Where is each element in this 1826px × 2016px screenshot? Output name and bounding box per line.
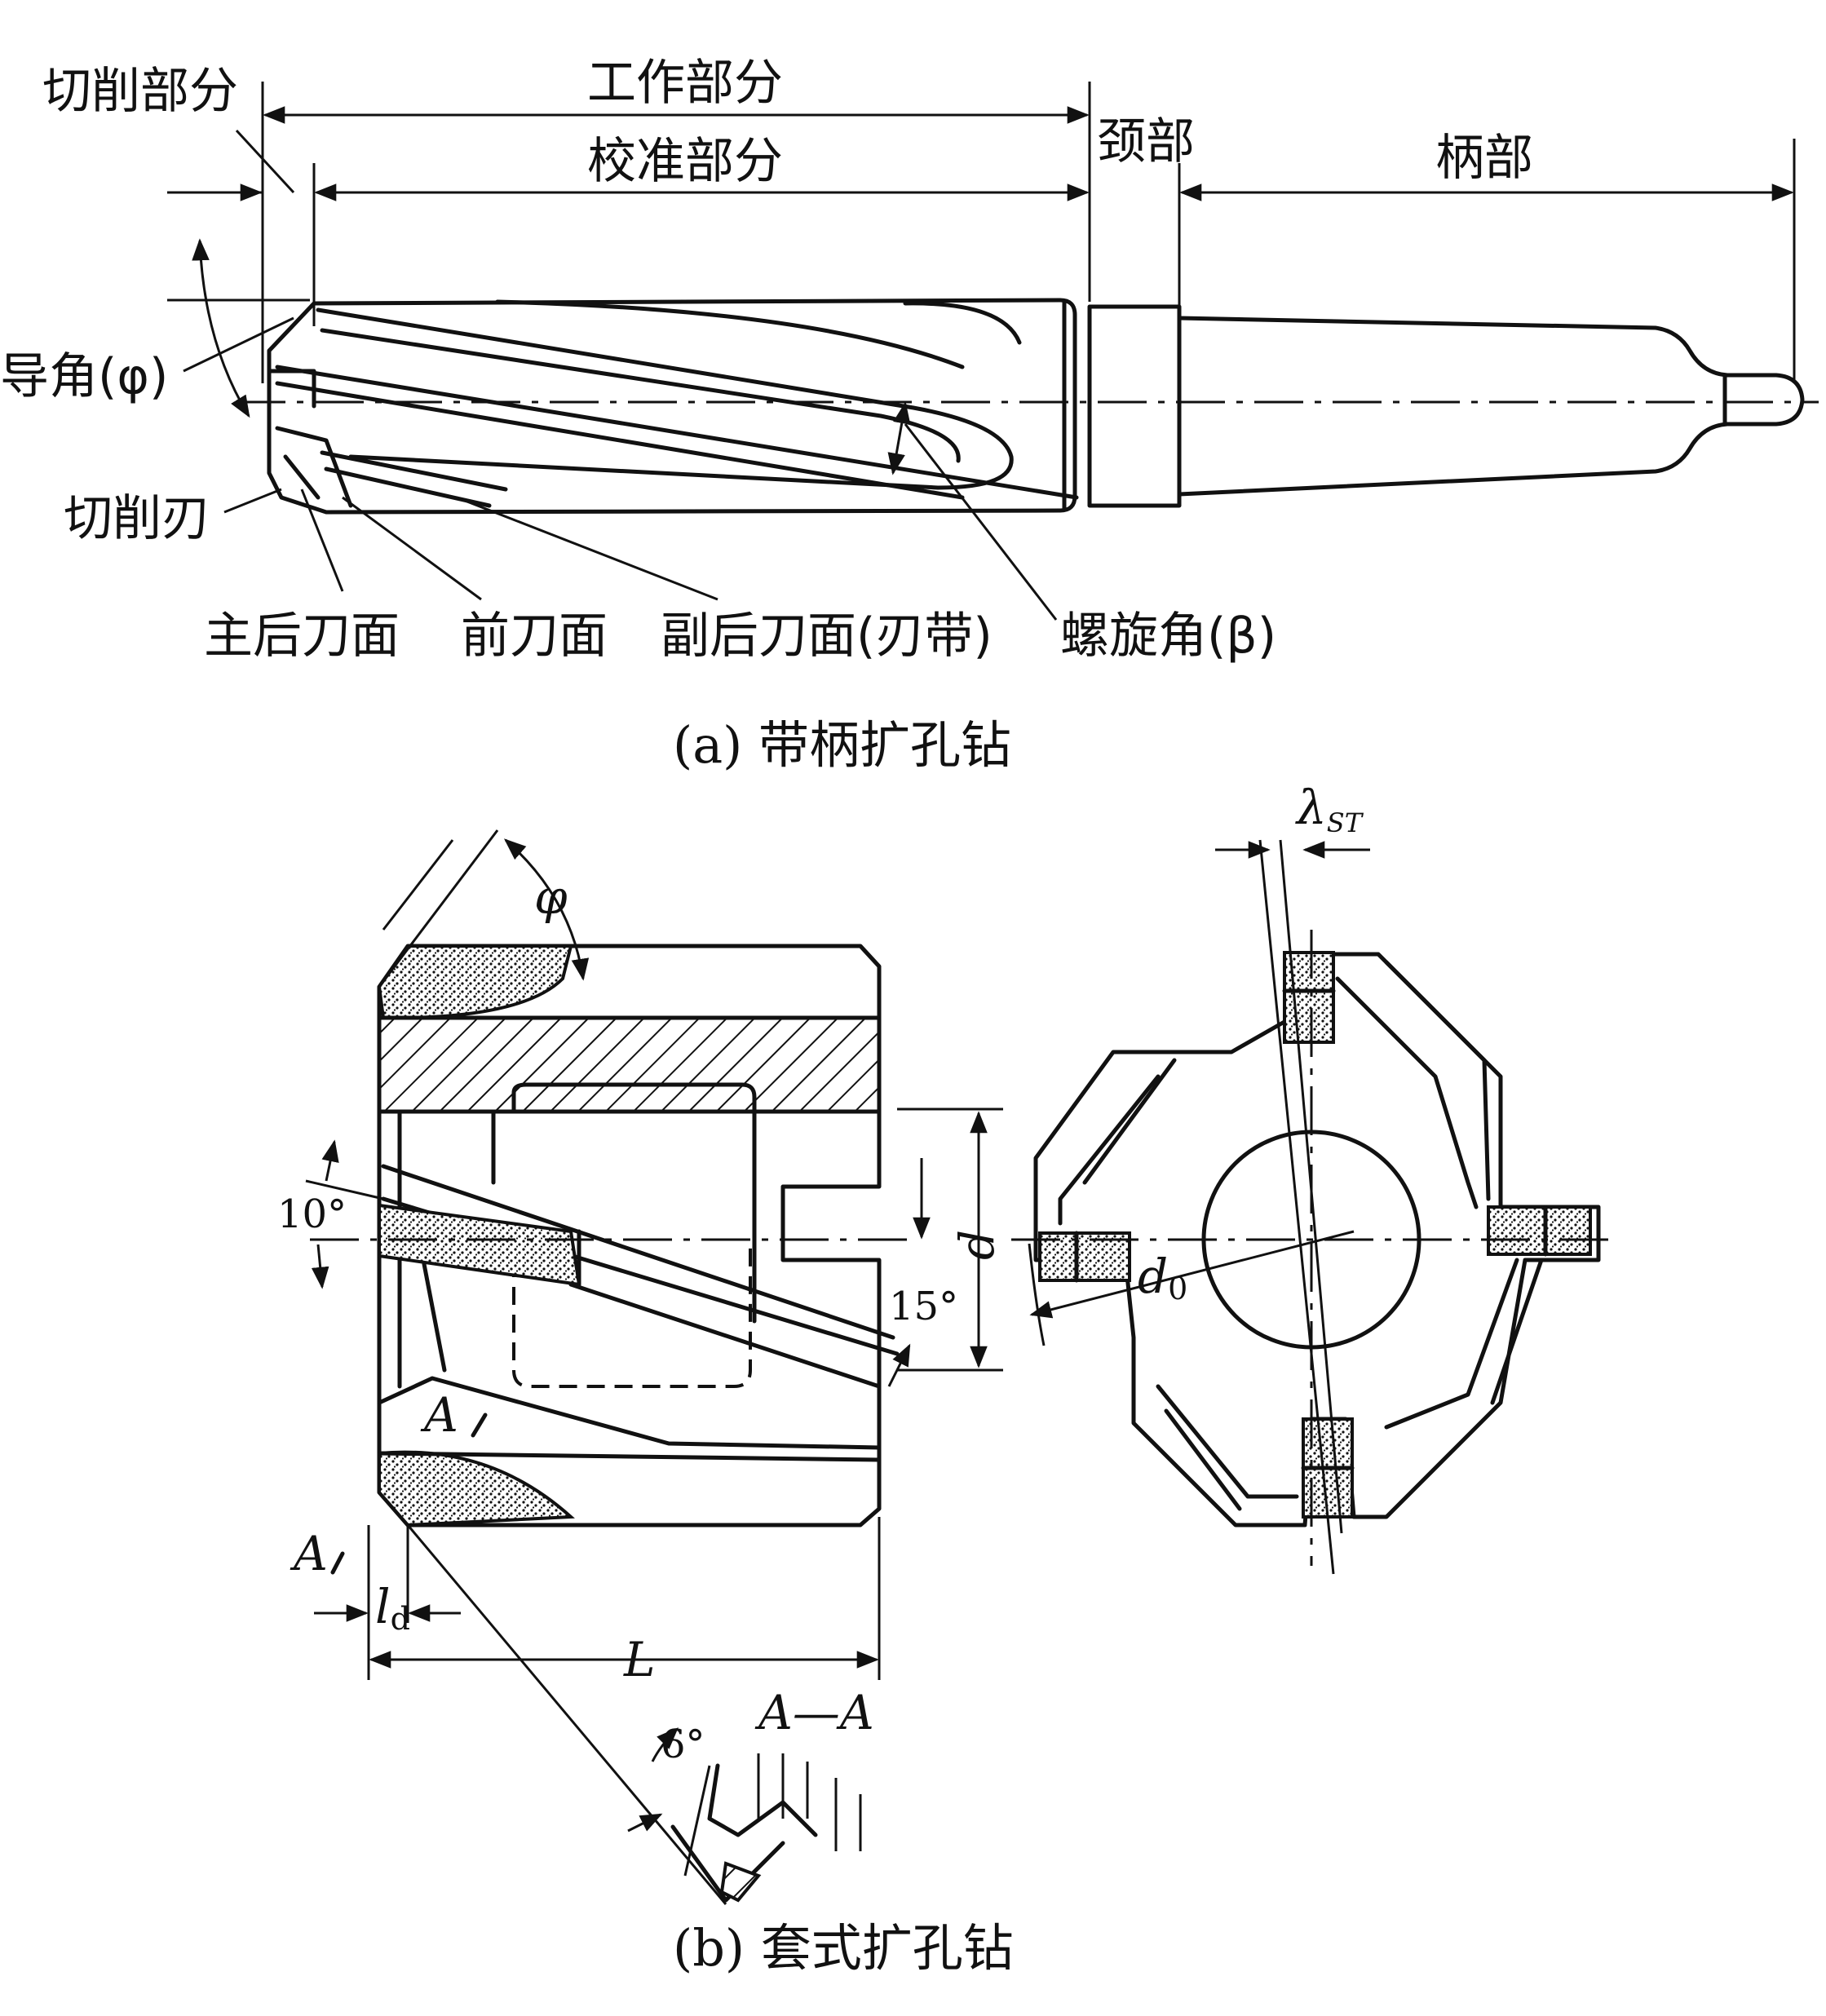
label-d: d <box>949 1230 1005 1260</box>
label-secondary-flank: 副后刀面(刃带) <box>661 608 993 665</box>
label-ld: ld <box>375 1579 410 1637</box>
part-b-end-view: d0 λST <box>1011 780 1615 1575</box>
label-helix-angle: 螺旋角(β) <box>1060 608 1276 665</box>
label-section-A-A: A—A <box>754 1685 874 1740</box>
caption-a: (a) 带柄扩孔钻 <box>673 715 1011 775</box>
label-working-part: 工作部分 <box>587 55 783 112</box>
label-angle-10: 10° <box>277 1191 347 1237</box>
label-d0: d0 <box>1138 1249 1187 1306</box>
label-shank: 柄部 <box>1435 130 1533 187</box>
caption-b: (b) 套式扩孔钻 <box>673 1918 1014 1978</box>
label-main-flank: 主后刀面 <box>204 608 400 665</box>
part-a-drill: 切削部分 工作部分 校准部分 颈部 柄部 导角(φ) 切削刃 主后刀面 前刀面 … <box>0 55 1819 775</box>
label-L: L <box>623 1632 656 1687</box>
label-neck: 颈部 <box>1097 113 1195 170</box>
label-lambda-st: λST <box>1295 780 1364 838</box>
label-calibrating-part: 校准部分 <box>587 133 783 190</box>
label-angle-6: 6° <box>661 1722 705 1767</box>
part-b-side-view: φ 10° 15° d A A ld L A—A 6° (b) 套式扩孔钻 <box>277 829 1014 1978</box>
label-angle-15: 15° <box>889 1284 958 1329</box>
label-phi: φ <box>534 869 568 925</box>
label-cutting-edge: 切削刃 <box>64 490 210 547</box>
label-lead-angle: 导角(φ) <box>0 348 168 405</box>
label-A-lower: A <box>290 1526 328 1581</box>
label-rake-face: 前刀面 <box>461 608 608 665</box>
label-A-upper: A <box>420 1387 458 1443</box>
label-cutting-part: 切削部分 <box>42 63 238 120</box>
